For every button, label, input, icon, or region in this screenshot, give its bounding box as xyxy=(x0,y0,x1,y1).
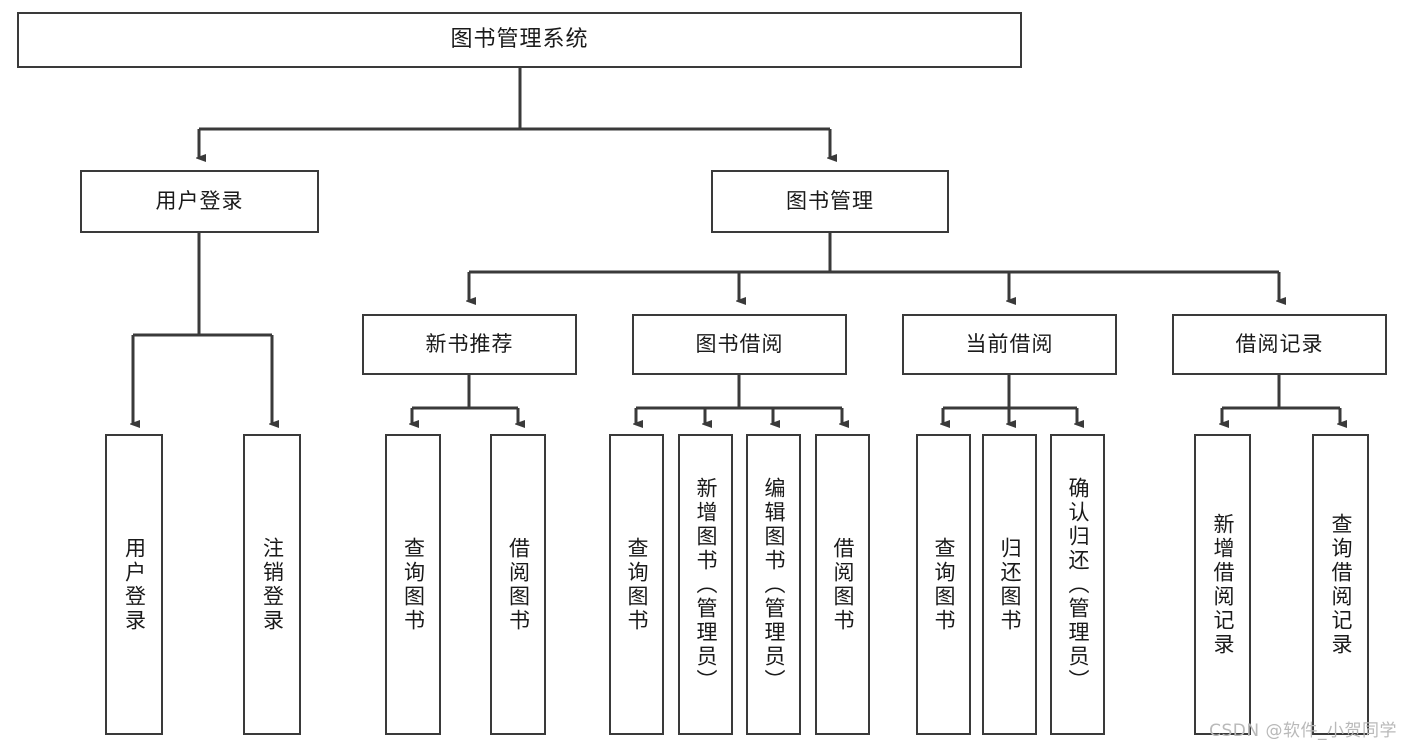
leaf-borrow-0[interactable]: 查询图书 xyxy=(609,434,664,735)
node-label: 当前借阅 xyxy=(965,331,1054,356)
node-label: 查询图书 xyxy=(625,536,650,633)
node-label: 借阅图书 xyxy=(506,536,531,633)
node-label: 注销登录 xyxy=(260,536,285,633)
leaf-borrow-3[interactable]: 借阅图书 xyxy=(815,434,870,735)
leaf-user-login-0[interactable]: 用户登录 xyxy=(105,434,163,735)
node-label: 图书管理 xyxy=(786,188,874,213)
node-label: 新增借阅记录 xyxy=(1211,512,1236,657)
node-new-book-recommend[interactable]: 新书推荐 xyxy=(362,314,577,375)
node-user-login[interactable]: 用户登录 xyxy=(80,170,319,233)
leaf-new-book-0[interactable]: 查询图书 xyxy=(385,434,441,735)
node-label: 用户登录 xyxy=(155,188,244,213)
node-label: 查询图书 xyxy=(932,536,957,633)
leaf-current-1[interactable]: 归还图书 xyxy=(982,434,1037,735)
leaf-new-book-1[interactable]: 借阅图书 xyxy=(490,434,546,735)
node-label: 查询图书 xyxy=(401,536,426,633)
node-book-management[interactable]: 图书管理 xyxy=(711,170,949,233)
node-label: 查询借阅记录 xyxy=(1329,512,1354,657)
node-current-borrow[interactable]: 当前借阅 xyxy=(902,314,1117,375)
leaf-records-0[interactable]: 新增借阅记录 xyxy=(1194,434,1251,735)
node-label: 新书推荐 xyxy=(425,331,514,356)
leaf-borrow-2[interactable]: 编辑图书（管理员） xyxy=(746,434,801,735)
leaf-records-1[interactable]: 查询借阅记录 xyxy=(1312,434,1369,735)
leaf-borrow-1[interactable]: 新增图书（管理员） xyxy=(678,434,733,735)
node-label: 编辑图书（管理员） xyxy=(762,476,787,693)
node-label: 确认归还（管理员） xyxy=(1066,476,1091,693)
node-label: 图书借阅 xyxy=(695,331,784,356)
node-book-borrow[interactable]: 图书借阅 xyxy=(632,314,847,375)
leaf-current-2[interactable]: 确认归还（管理员） xyxy=(1050,434,1105,735)
watermark: CSDN @软件_小贺同学 xyxy=(1209,721,1397,741)
node-borrow-records[interactable]: 借阅记录 xyxy=(1172,314,1387,375)
node-label: 新增图书（管理员） xyxy=(694,476,719,693)
node-label: 图书管理系统 xyxy=(450,26,589,52)
leaf-user-login-1[interactable]: 注销登录 xyxy=(243,434,301,735)
node-root[interactable]: 图书管理系统 xyxy=(17,12,1022,68)
node-label: 借阅图书 xyxy=(831,536,856,633)
node-label: 归还图书 xyxy=(998,536,1023,633)
leaf-current-0[interactable]: 查询图书 xyxy=(916,434,971,735)
node-label: 用户登录 xyxy=(122,536,147,633)
node-label: 借阅记录 xyxy=(1235,331,1324,356)
